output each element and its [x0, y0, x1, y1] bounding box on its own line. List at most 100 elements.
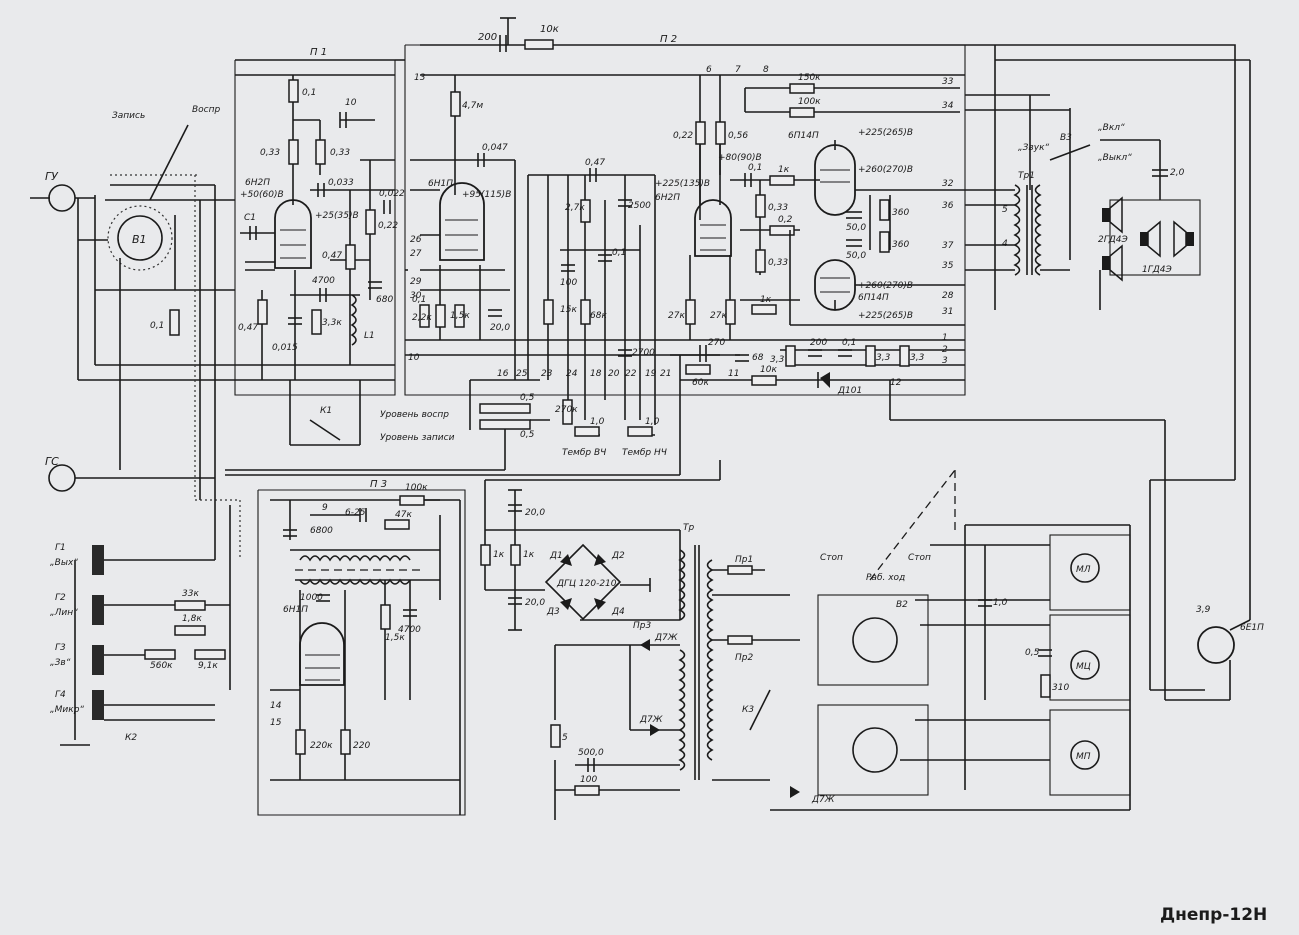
resistor-3-3k [311, 309, 322, 335]
cap-20-0-psu-b [508, 597, 522, 605]
cap-4700-p1 [319, 288, 327, 302]
label-switch-b1: В1 [132, 233, 147, 246]
p3-wiring [270, 499, 461, 815]
cap-200-top [499, 35, 507, 52]
pin-14: 14 [270, 701, 282, 711]
label-r0-1-b1: 0,1 [150, 321, 164, 331]
speaker-icon-4 [1173, 220, 1194, 258]
pot-level-record[interactable] [479, 419, 531, 430]
label-jack-g4-id: Г4 [55, 690, 66, 700]
tube-v1 [274, 199, 312, 269]
pin-32: 32 [942, 179, 954, 189]
label-r1-8k: 1,8к [182, 614, 202, 624]
label-c50-b: 50,0 [846, 251, 866, 261]
resistor-1-8k [174, 625, 206, 636]
cap-500 [587, 758, 595, 772]
resistor-0-33-star [755, 194, 766, 218]
label-r4-7m: 4,7м [462, 101, 483, 111]
p1-wiring [235, 75, 395, 446]
label-jack-g2-id: Г2 [55, 593, 66, 603]
pin-21: 21 [660, 369, 671, 379]
label-tone-lf: Тембр НЧ [622, 448, 667, 458]
tube-v4 [814, 144, 856, 216]
label-power-transformer: Тр [683, 523, 694, 533]
pot-tone-lf[interactable] [627, 426, 653, 437]
resistor-100-ohm[interactable] [574, 785, 600, 796]
resistor-33k [174, 600, 206, 611]
label-c2-0-speaker: 2,0 [1170, 168, 1185, 178]
resistor-560k [144, 649, 176, 660]
label-r100k: 100к [798, 97, 821, 107]
label-v1-voltage: +50(60)В [240, 190, 284, 200]
label-v1-cath: +25(35)В [315, 211, 359, 221]
resistor-60k [685, 364, 711, 375]
pin-11: 11 [728, 369, 739, 379]
pin-25: 25 [516, 369, 528, 379]
pin-1: 1 [942, 333, 948, 343]
cap-6800 [283, 529, 297, 537]
label-r0-1-p1: 0,1 [302, 88, 316, 98]
cap-2500 [618, 199, 632, 207]
label-c0-5: 0,5 [1025, 648, 1040, 658]
cap-2-0-speaker [1152, 169, 1168, 177]
label-r0-22: 0,22 [673, 131, 693, 141]
switch-b3 [1049, 144, 1091, 161]
tube-v6 [299, 622, 345, 686]
resistor-1k-psu-a [480, 544, 491, 566]
label-jack-g2-name: „Лин“ [50, 608, 78, 618]
label-tone-hf: Тембр ВЧ [562, 448, 606, 458]
cap-1-0 [978, 599, 992, 607]
label-c0-047: 0,047 [482, 143, 508, 153]
label-r3-3-star: 3,3 [910, 353, 925, 363]
label-tube-v6: 6Н1П [283, 605, 308, 615]
label-r1k-b: 1к [760, 295, 772, 305]
label-r15k: 15к [560, 305, 577, 315]
pin-20: 20 [608, 369, 620, 379]
label-r10k-mid: 10к [760, 365, 777, 375]
label-r100k-star: 100к [405, 483, 428, 493]
page-title: Днепр-12Н [1160, 905, 1267, 925]
label-r1k-psu-b: 1к [523, 550, 535, 560]
label-fuse-pr3: Пр3 [633, 621, 651, 631]
cap-50-b [846, 239, 862, 247]
resistor-0-22 [695, 121, 706, 145]
switch-k1 [309, 419, 341, 441]
label-indicator-tube: 6Е1П [1240, 623, 1264, 633]
label-r220-star: 220 [353, 741, 370, 751]
label-diode-d101: Д101 [837, 386, 862, 396]
resistor-0-1-p1 [288, 79, 299, 103]
resistor-310 [1040, 674, 1051, 698]
diode-d7zh-c [790, 786, 800, 798]
cap-200-b [808, 349, 822, 357]
label-c0-1-c: 0,1 [842, 338, 856, 348]
pot-level-playback[interactable] [479, 403, 531, 414]
resistor-1-5k [454, 304, 465, 328]
label-c0-033: 0,033 [328, 178, 354, 188]
label-r0-56: 0,56 [728, 131, 748, 141]
resistor-3-3-star [899, 345, 910, 367]
cap-68 [735, 354, 749, 362]
cap-0-5 [1038, 649, 1052, 657]
pot-tone-hf[interactable] [574, 426, 600, 437]
label-mode-record: Запись [112, 111, 145, 121]
label-motor-mc: МЦ [1076, 662, 1091, 672]
label-pot-play-value: 0,5 [520, 393, 535, 403]
pin-19: 19 [645, 369, 657, 379]
input-jacks [60, 490, 231, 746]
label-r10k-top: 10к [540, 24, 559, 35]
output-transformer [965, 184, 1070, 276]
label-jack-g3-id: Г3 [55, 643, 66, 653]
label-c50-a: 50,0 [846, 223, 866, 233]
pin-30: 30 [410, 291, 422, 301]
pin-labels: 33 34 32 36 37 35 28 31 6 7 8 13 16 25 2… [270, 65, 1008, 728]
label-switch-stop-1: Стоп [820, 553, 843, 563]
resistor-3-3-b [865, 345, 876, 367]
label-tube-v1: 6Н2П [245, 178, 270, 188]
resistor-150k [789, 83, 815, 94]
label-fuse-pr1: Пр1 [735, 555, 753, 565]
cap-680 [368, 281, 382, 289]
bridge-rectifier [544, 543, 622, 621]
resistor-0-33-a [288, 139, 299, 165]
resistor-270k [562, 399, 573, 425]
resistor-5 [550, 724, 561, 748]
